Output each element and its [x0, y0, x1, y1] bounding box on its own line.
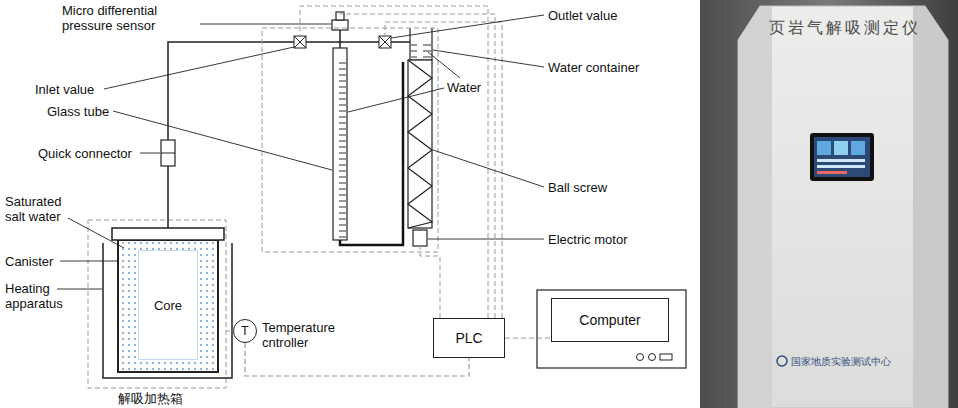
water-label: Water [447, 80, 481, 95]
signal-wires [300, 6, 502, 318]
valve-label: Outlet value [548, 8, 617, 23]
tube-label: Glass tube [47, 104, 109, 119]
canister-label: Canister [5, 254, 53, 269]
computer-frame [537, 290, 686, 368]
instrument-photo [700, 0, 958, 408]
node-text: Core [154, 298, 182, 313]
glass-tube [333, 48, 347, 240]
screw-label: Ball screw [548, 180, 607, 195]
signal-connector [505, 337, 551, 338]
node-text: PLC [455, 330, 482, 346]
outlet-valve [379, 36, 391, 48]
salt-water-label: Saturated salt water [5, 194, 85, 224]
valve-label: Inlet value [35, 82, 94, 97]
inlet-valve [294, 36, 306, 48]
quick-connector [161, 140, 175, 166]
motor-label: Electric motor [548, 232, 627, 247]
controller-label: Temperature cntroller [262, 320, 347, 350]
canister [118, 240, 218, 372]
canister-lid [112, 228, 224, 240]
container-label: Water container [548, 60, 639, 75]
sensor-label: Micro differential pressure sensor [62, 3, 197, 33]
ball-screw [408, 60, 432, 228]
water-line [340, 62, 403, 245]
node-text: Computer [579, 312, 640, 328]
computer-screen: Computer [551, 298, 669, 342]
box-caption: 解吸加热箱 [118, 391, 183, 406]
plc-box: PLC [433, 318, 505, 358]
touch-screen [810, 133, 874, 181]
temperature-controller: T [233, 319, 257, 343]
gas-tube [168, 42, 410, 228]
node-text: T [241, 324, 248, 338]
electric-motor [413, 230, 427, 246]
connector-label: Quick connector [38, 146, 132, 161]
instrument-title: 页岩气解吸测定仪 [760, 18, 930, 37]
logo [777, 356, 787, 366]
core-sample: Core [138, 250, 198, 360]
heating-box [88, 220, 226, 388]
water-container [410, 28, 432, 60]
maker-label: 国家地质实验测试中心 [791, 355, 891, 368]
heater-label: Heating apparatus [5, 281, 85, 311]
